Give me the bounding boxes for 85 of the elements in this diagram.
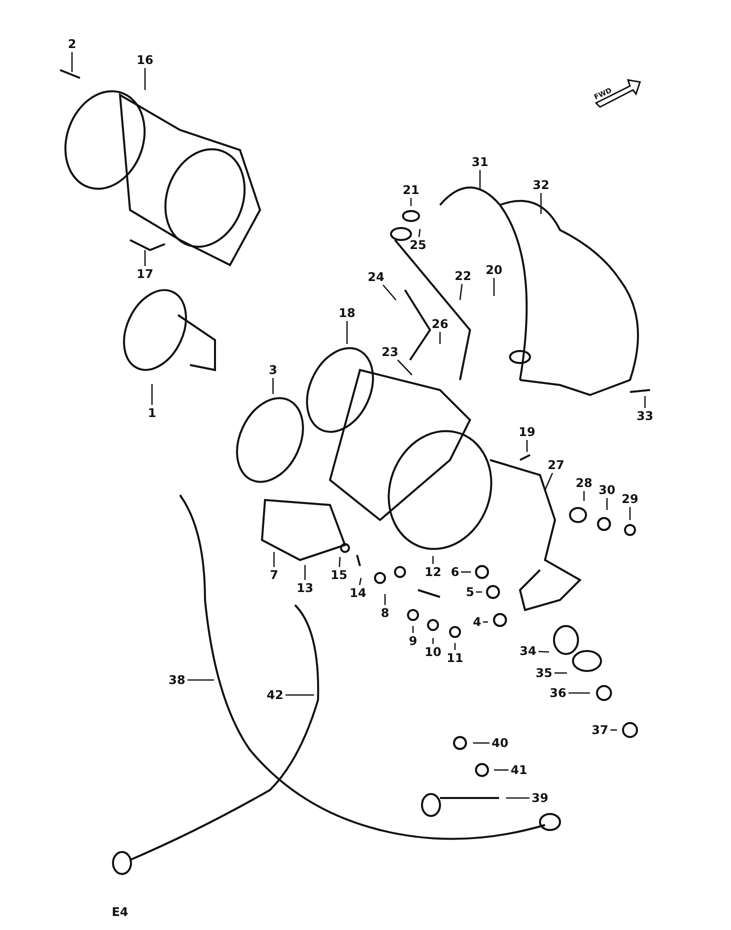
leader-line <box>272 378 274 394</box>
leader-line <box>506 797 530 799</box>
callout-number: 3 <box>268 363 278 377</box>
callout-number: 13 <box>296 581 314 595</box>
callout-number: 19 <box>518 425 536 439</box>
callout-number: 25 <box>410 238 426 252</box>
leader-line <box>538 650 550 653</box>
callout-number: 8 <box>380 606 390 620</box>
leader-line <box>473 742 490 744</box>
callout-number: 38 <box>168 673 186 687</box>
leader-line <box>606 498 608 510</box>
callout-number: 15 <box>330 568 348 582</box>
callout-number: 18 <box>338 306 356 320</box>
leader-line <box>418 228 421 238</box>
leader-line <box>304 565 306 580</box>
leader-line <box>346 321 348 344</box>
leader-line <box>644 396 646 408</box>
callout-number: 7 <box>270 568 278 582</box>
callout-number: 2 <box>68 37 76 51</box>
leader-line <box>397 360 412 376</box>
leader-line <box>412 626 414 633</box>
leader-line <box>454 643 456 650</box>
callout-number: 26 <box>432 317 448 331</box>
leader-line <box>583 491 585 501</box>
callout-number: 17 <box>136 267 154 281</box>
leader-line <box>494 769 508 771</box>
leader-line <box>493 278 495 296</box>
leader-line <box>273 552 275 567</box>
leader-line <box>554 672 567 674</box>
callout-number: 39 <box>532 791 548 805</box>
leader-line <box>384 594 386 605</box>
leader-line <box>144 68 146 90</box>
leader-line <box>479 170 481 190</box>
leader-line <box>144 250 146 266</box>
callout-number: 28 <box>576 476 592 490</box>
callout-number: 42 <box>266 688 284 702</box>
leader-line <box>483 621 488 623</box>
leader-line <box>629 507 631 520</box>
callout-number: 31 <box>472 155 488 169</box>
callout-number: 37 <box>592 723 608 737</box>
callout-number: 33 <box>636 409 654 423</box>
leader-line <box>71 52 73 72</box>
callout-number: 6 <box>450 565 460 579</box>
leader-line <box>358 578 362 586</box>
leader-line <box>432 638 434 644</box>
figure-code: E4 <box>112 905 128 919</box>
callout-number: 4 <box>472 615 482 629</box>
leader-line <box>439 332 441 344</box>
leader-line <box>151 384 153 405</box>
leader-line <box>432 556 434 564</box>
leader-line <box>188 679 214 681</box>
leader-line <box>476 591 482 593</box>
leader-line <box>459 284 463 300</box>
callout-number: 32 <box>532 178 550 192</box>
callout-number: 12 <box>424 565 442 579</box>
callout-number: 16 <box>136 53 154 67</box>
callout-number: 20 <box>486 263 502 277</box>
leader-line <box>568 692 590 694</box>
callout-number: 10 <box>424 645 442 659</box>
leader-line <box>338 556 341 568</box>
leader-line <box>410 198 412 206</box>
callout-number: 29 <box>622 492 638 506</box>
callout-number: 9 <box>408 634 418 648</box>
callout-number: 5 <box>466 585 474 599</box>
callout-number: 40 <box>492 736 508 750</box>
leader-line <box>540 193 542 214</box>
callout-number: 30 <box>598 483 616 497</box>
callout-number: 34 <box>520 644 536 658</box>
callout-number: 36 <box>550 686 566 700</box>
callout-number: 35 <box>536 666 552 680</box>
leader-line <box>544 472 554 490</box>
leader-line <box>461 571 471 573</box>
callout-number: 41 <box>510 763 528 777</box>
callout-number: 21 <box>402 183 420 197</box>
callout-number: 11 <box>446 651 464 665</box>
callout-number: 23 <box>382 345 398 359</box>
leader-line <box>286 694 314 696</box>
callout-number: 24 <box>368 270 384 284</box>
leader-line <box>610 729 617 731</box>
callout-number: 1 <box>148 406 156 420</box>
callout-number: 27 <box>548 458 564 472</box>
callout-number: 14 <box>350 586 366 600</box>
leader-line <box>526 440 528 452</box>
leader-line <box>382 284 396 300</box>
callout-number: 22 <box>454 269 472 283</box>
